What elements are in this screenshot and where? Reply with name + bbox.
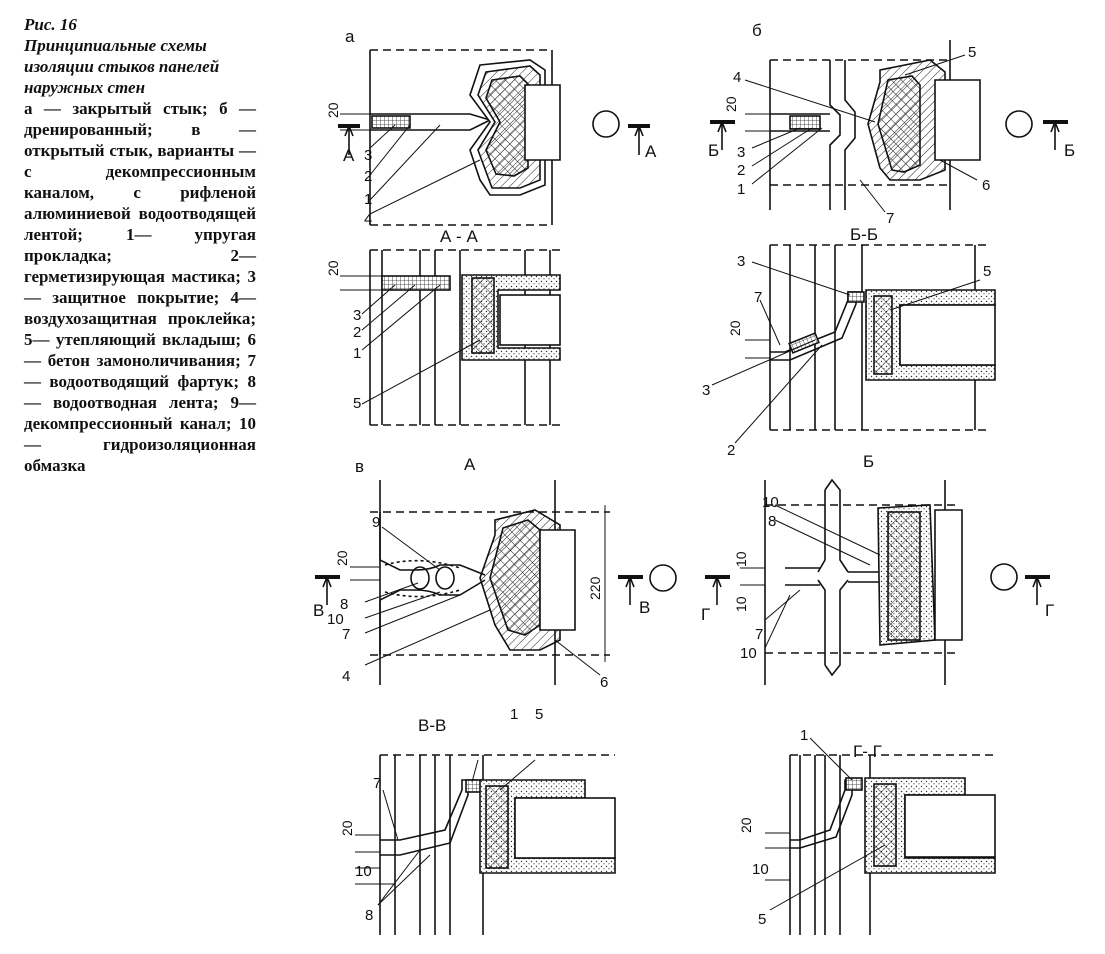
panel-vv-callout-5: 5	[535, 706, 544, 723]
panel-a-callout-3: 3	[364, 147, 373, 164]
panel-b-section-left: Б	[708, 141, 720, 160]
panel-gg-callout-5: 5	[758, 911, 767, 928]
panel-b-callout-7: 7	[886, 210, 895, 227]
panel-g-callout-10: 10	[762, 494, 779, 511]
panel-aa-title: А - А	[440, 227, 478, 246]
panel-vv-dim-10: 10	[355, 863, 372, 880]
panel-g-top-label: Б	[863, 452, 875, 471]
figure-number: Рис. 16	[24, 15, 77, 34]
panel-g-section-left: Г	[701, 605, 711, 624]
panel-b-callout-1: 1	[737, 181, 746, 198]
panel-v-plan	[315, 480, 677, 685]
panel-bb-callout-5: 5	[983, 263, 992, 280]
panel-v-letter: в	[355, 457, 365, 476]
panel-b-section-right: Б	[1064, 141, 1076, 160]
panel-aa-callout-3: 3	[353, 307, 362, 324]
panel-v-callout-9: 9	[372, 514, 381, 531]
panel-b-callout-6: 6	[982, 177, 991, 194]
panel-v-top-label: А	[464, 455, 476, 474]
panel-bb-callout-3: 3	[737, 253, 746, 270]
panel-bb-callout-3b: 3	[702, 382, 711, 399]
panel-bb-title: Б-Б	[850, 225, 878, 244]
panel-bb-callout-7: 7	[754, 289, 763, 306]
panel-vv-callout-8: 8	[365, 907, 374, 924]
panel-gg-dim-20: 20	[738, 817, 754, 833]
panel-a-section-left: А	[343, 146, 355, 165]
panel-aa-section	[340, 249, 561, 426]
panel-g-dim-2: 10	[733, 596, 749, 612]
panel-v-callout-10: 10	[327, 611, 344, 628]
figure-title: Принципиальные схемы изоляции стыков пан…	[24, 36, 220, 97]
panel-aa-callout-5: 5	[353, 395, 362, 412]
panel-v-section-right: В	[639, 598, 651, 617]
panel-aa-callout-2: 2	[353, 324, 362, 341]
panel-v-dim-20: 20	[334, 550, 350, 566]
panel-gg-dim-10: 10	[752, 861, 769, 878]
panel-gg-section	[765, 737, 996, 935]
panel-b-letter: б	[752, 21, 762, 40]
panel-aa-callout-1: 1	[353, 345, 362, 362]
panel-v-dim-220: 220	[587, 576, 603, 600]
panel-a-letter: а	[345, 27, 355, 46]
panel-gg-callout-1: 1	[800, 727, 809, 744]
panel-vv-section	[355, 754, 616, 935]
panel-gg-title: Г- Г	[853, 742, 882, 761]
panel-v-section-left: В	[313, 601, 325, 620]
panel-vv-title: В-В	[418, 716, 447, 735]
panel-g-plan	[705, 478, 1050, 685]
panel-v-callout-6: 6	[600, 674, 609, 691]
panel-a-section-right: А	[645, 142, 657, 161]
panel-v-callout-7: 7	[342, 626, 351, 643]
panel-bb-section	[711, 244, 996, 444]
panel-v-callout-8: 8	[340, 596, 349, 613]
panel-g-callout-7: 7	[755, 626, 764, 643]
panel-g-dim-1: 10	[733, 551, 749, 567]
panel-a-plan	[338, 49, 650, 226]
figure-legend: а — закрытый стык; б — дренированный; в …	[24, 99, 256, 475]
panel-a-dim: 20	[325, 102, 341, 118]
panel-vv-callout-1: 1	[510, 706, 519, 723]
panel-vv-dim-20: 20	[339, 820, 355, 836]
panel-g-section-right: Г	[1045, 601, 1055, 620]
panel-b-plan	[710, 40, 1068, 213]
figure-caption: Рис. 16 Принципиальные схемы изоляции ст…	[24, 14, 256, 476]
panel-a-callout-4: 4	[364, 211, 373, 228]
panel-v-callout-4: 4	[342, 668, 351, 685]
panel-vv-callout-7: 7	[373, 775, 382, 792]
panel-a-callout-1: 1	[364, 191, 373, 208]
panel-bb-dim: 20	[727, 320, 743, 336]
panel-b-callout-2: 2	[737, 162, 746, 179]
panel-g-callout-10b: 10	[740, 645, 757, 662]
panel-g-callout-8: 8	[768, 513, 777, 530]
panel-bb-callout-2: 2	[727, 442, 736, 459]
panel-b-dim: 20	[723, 96, 739, 112]
panel-b-callout-4: 4	[733, 69, 742, 86]
panel-a-callout-2: 2	[364, 168, 373, 185]
panel-b-callout-5: 5	[968, 44, 977, 61]
panel-b-callout-3: 3	[737, 144, 746, 161]
panel-aa-dim: 20	[325, 260, 341, 276]
